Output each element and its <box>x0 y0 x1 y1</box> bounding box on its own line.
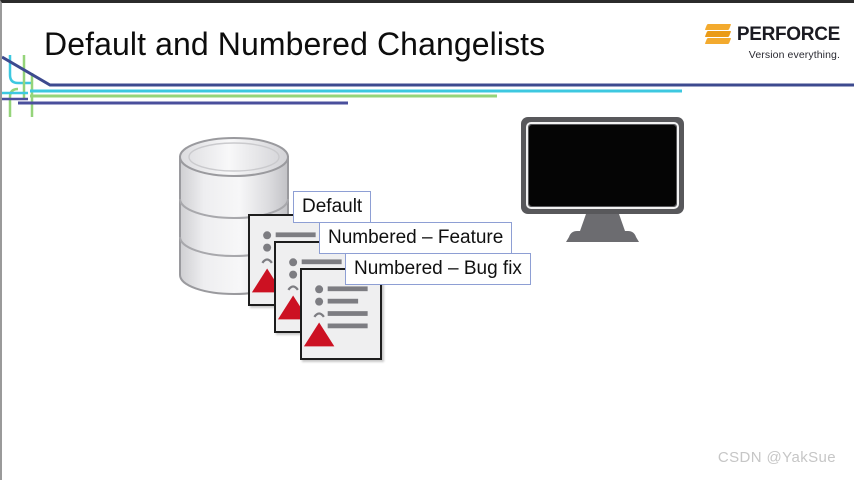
stacked-layers-icon <box>704 24 732 46</box>
changelist-document-icon[interactable] <box>300 268 382 360</box>
perforce-logo: PERFORCE Version everything. <box>682 23 840 69</box>
computer-monitor-icon <box>521 117 684 242</box>
changelist-glyph <box>303 285 368 347</box>
label-default-changelist[interactable]: Default <box>293 191 372 223</box>
label-numbered-feature[interactable]: Numbered – Feature <box>319 222 513 254</box>
navy-line <box>2 55 854 87</box>
watermark: CSDN @YakSue <box>717 449 836 466</box>
decorative-stripe-band <box>2 55 854 117</box>
page-title: Default and Numbered Changelists <box>44 26 546 62</box>
label-numbered-bugfix[interactable]: Numbered – Bug fix <box>345 253 531 285</box>
brand-tagline: Version everything. <box>748 49 840 61</box>
brand-name: PERFORCE <box>736 24 840 45</box>
green-curve <box>8 87 19 117</box>
cyan-stub <box>8 55 32 85</box>
